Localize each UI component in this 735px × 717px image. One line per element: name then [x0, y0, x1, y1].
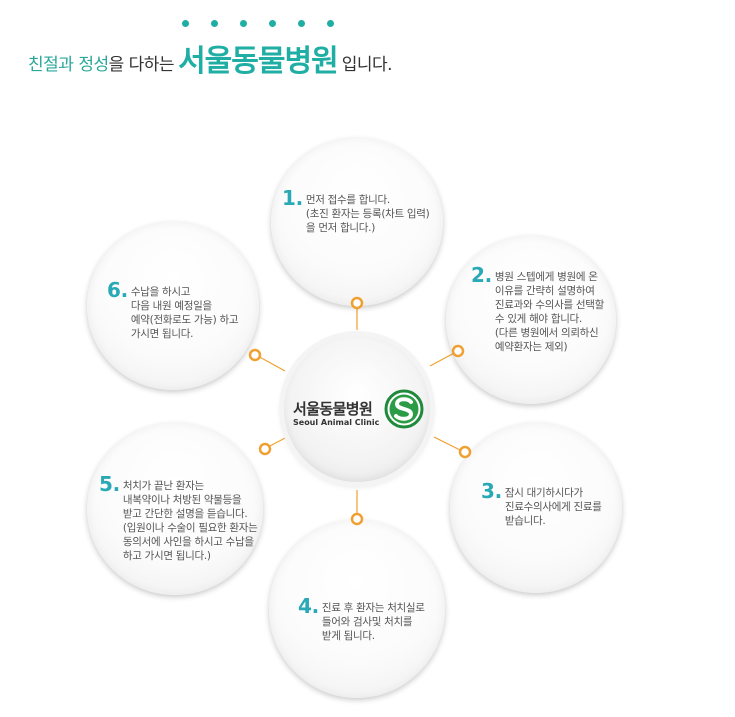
step-text-3: 잠시 대기하시다가 진료수의사에게 진료를 받습니다.	[504, 487, 602, 527]
headline-hospital-name-text: 서울동물병원	[178, 44, 339, 79]
step-bubble-2	[446, 236, 616, 404]
step-6: 6. 수납을 하시고 다음 내원 예정일을 예약(전화로도 가능) 하고 가시면…	[107, 279, 239, 341]
step-4: 4. 진료 후 환자는 처치실로 들어와 검사및 처치를 받게 됩니다.	[298, 595, 425, 643]
step-text-2: 병원 스텝에게 병원에 온 이유를 간략히 설명하여 진료과와 수의사를 선택할…	[494, 271, 604, 353]
emphasis-dot	[297, 20, 305, 27]
s-logo-icon	[384, 389, 424, 429]
step-number-2: 2.	[471, 263, 492, 287]
connector-line-6	[255, 354, 286, 372]
headline-part-doing: 을 다하는	[108, 55, 175, 75]
step-text-5: 처치가 끝난 환자는 내복약이나 처방된 약물등을 받고 간단한 설명을 듣습니…	[122, 480, 258, 562]
step-number-6: 6.	[107, 278, 128, 302]
step-3: 3. 잠시 대기하시다가 진료수의사에게 진료를 받습니다.	[481, 480, 602, 528]
step-2: 2. 병원 스텝에게 병원에 온 이유를 간략히 설명하여 진료과와 수의사를 …	[471, 264, 604, 354]
step-1: 1. 먼저 접수를 합니다. (초진 환자는 등록(차트 입력) 을 먼저 합니…	[282, 187, 430, 235]
step-number-5: 5.	[99, 472, 120, 496]
emphasis-dot	[182, 20, 190, 27]
step-bubble-3	[450, 423, 622, 593]
emphasis-dots	[182, 20, 334, 27]
step-number-3: 3.	[481, 479, 502, 503]
headline-part-is: 입니다.	[341, 55, 393, 75]
step-5: 5. 처치가 끝난 환자는 내복약이나 처방된 약물등을 받고 간단한 설명을 …	[99, 473, 258, 563]
center-hospital-name: 서울동물병원	[293, 400, 373, 418]
step-text-1: 먼저 접수를 합니다. (초진 환자는 등록(차트 입력) 을 먼저 합니다.)	[305, 194, 430, 234]
step-bubble-1	[271, 138, 443, 306]
connector-node-3	[458, 445, 472, 459]
connector-node-4	[350, 512, 364, 526]
step-number-1: 1.	[282, 186, 303, 210]
headline-hospital-name: 서울동물병원	[178, 20, 339, 80]
connector-line-3	[433, 436, 463, 452]
step-text-6: 수납을 하시고 다음 내원 예정일을 예약(전화로도 가능) 하고 가시면 됩니…	[130, 286, 239, 340]
center-hospital-english: Seoul Animal Clinic	[293, 418, 380, 427]
step-text-4: 진료 후 환자는 처치실로 들어와 검사및 처치를 받게 됩니다.	[321, 602, 425, 642]
connector-node-1	[350, 296, 364, 310]
connector-node-2	[451, 344, 465, 358]
headline-part-kindness: 친절과 정성	[28, 55, 109, 75]
step-number-4: 4.	[298, 594, 319, 618]
step-bubble-5	[87, 423, 263, 595]
emphasis-dot	[326, 20, 334, 27]
step-bubble-6	[87, 222, 259, 390]
headline: 친절과 정성 을 다하는 서울동물병원 입니다.	[28, 20, 393, 80]
emphasis-dot	[268, 20, 276, 27]
connector-node-5	[258, 442, 272, 456]
emphasis-dot	[211, 20, 218, 27]
step-bubble-4	[269, 520, 445, 698]
emphasis-dot	[239, 20, 247, 27]
connector-node-6	[248, 348, 262, 362]
